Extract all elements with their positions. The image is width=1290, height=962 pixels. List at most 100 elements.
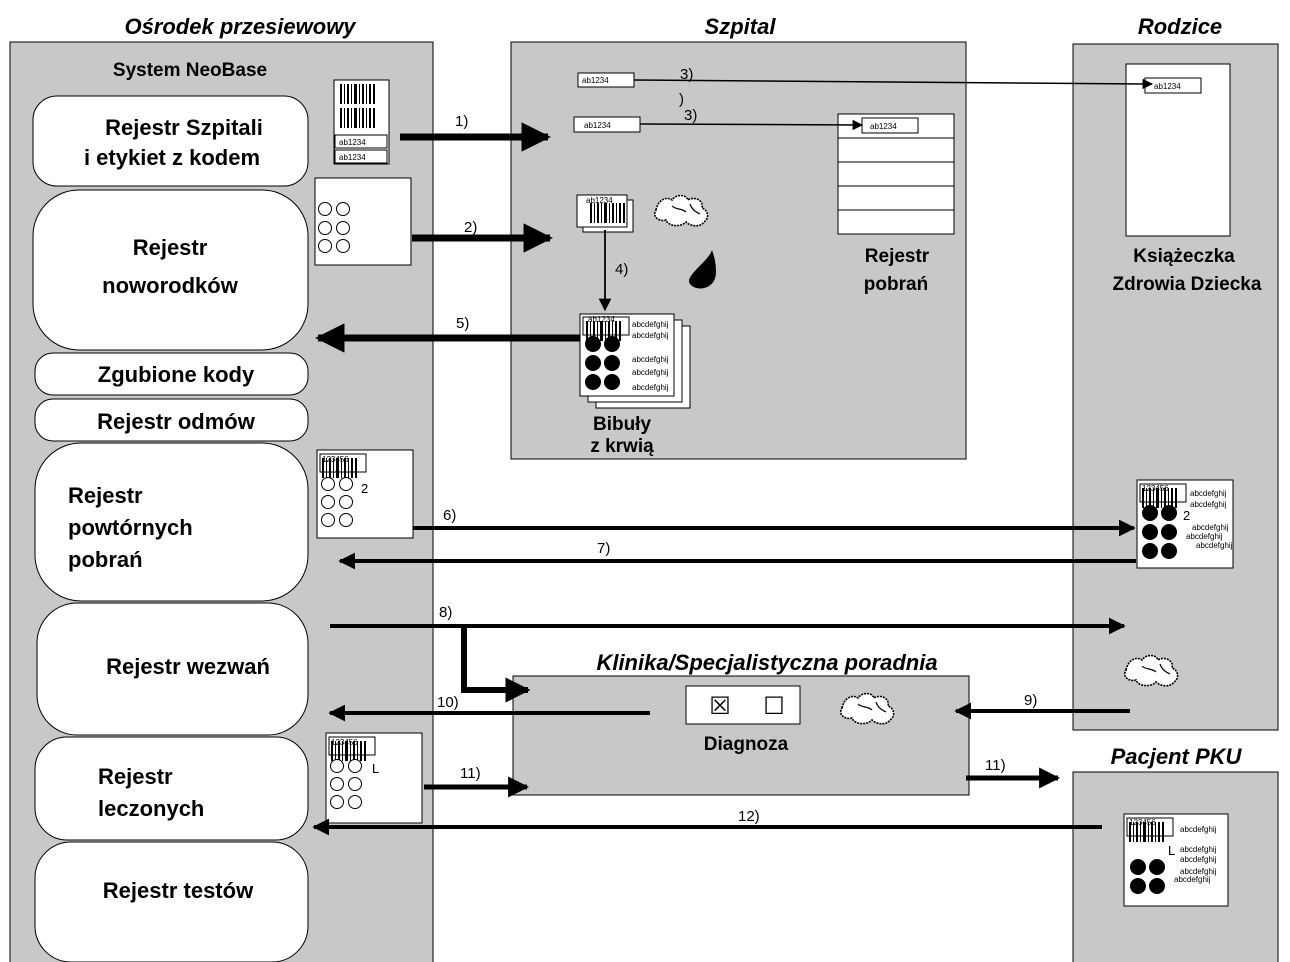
barcode-stickers: ab1234: [576, 194, 634, 233]
blood-paper-filler-1: abcdefghij: [632, 320, 669, 329]
patient-card: 123456 L abcdefghij abcdefghij abcdefghi…: [1123, 813, 1229, 907]
blood-papers-label-2: z krwią: [590, 436, 654, 457]
step-10-label: 10): [437, 694, 459, 711]
patient-card-mark: L: [1168, 843, 1175, 858]
sticker-code: ab1234: [586, 196, 613, 205]
patient-card-code: 123456: [1129, 818, 1156, 827]
blood-paper-stack: ab1234 abcdefghij abcdefghij abcdefghij …: [579, 313, 691, 409]
blood-drop-icon: [689, 250, 716, 289]
hospital-label-2-text: ab1234: [584, 121, 611, 130]
parents-header: Rodzice: [1138, 14, 1222, 39]
patient-header: Pacjent PKU: [1111, 744, 1243, 769]
register-treated-line1: Rejestr: [98, 764, 173, 789]
patient-card-filler-2: abcdefghij: [1180, 845, 1217, 854]
step-3-fragment: ): [679, 91, 684, 108]
blood-paper-filler-3: abcdefghij: [632, 355, 669, 364]
clinic-header: Klinika/Specjalistyczna poradnia: [596, 650, 937, 675]
register-treated[interactable]: Rejestr leczonych: [34, 736, 309, 841]
diagnosis-label: Diagnoza: [704, 734, 789, 755]
register-newborns-line2: noworodków: [102, 273, 239, 298]
register-calls-label: Rejestr wezwań: [106, 654, 270, 679]
step-7-label: 7): [597, 540, 610, 557]
register-treated-line2: leczonych: [98, 796, 204, 821]
child-health-book: ab1234: [1125, 63, 1231, 237]
step-1-label: 1): [455, 113, 468, 130]
label-code-1: ab1234: [339, 138, 366, 147]
parents-card-filler-2: abcdefghij: [1190, 500, 1227, 509]
repeat-card-mark: 2: [361, 481, 368, 496]
register-repeat-collections[interactable]: Rejestr powtórnych pobrań: [34, 442, 309, 602]
health-book-code: ab1234: [1154, 82, 1181, 91]
screening-center-header: Ośrodek przesiewowy: [124, 14, 357, 39]
arrow-step-8-clinic: [461, 626, 531, 703]
register-repeat-line3: pobrań: [68, 547, 143, 572]
register-hospitals[interactable]: Rejestr Szpitali i etykiet z kodem: [32, 95, 309, 187]
health-book-label-1: Książeczka: [1133, 246, 1235, 267]
blood-paper-filler-5: abcdefghij: [632, 383, 669, 392]
treated-card: 123456 L: [325, 732, 423, 824]
register-refusals-label: Rejestr odmów: [97, 409, 256, 434]
patient-card-filler-1: abcdefghij: [1180, 825, 1217, 834]
blood-paper-filler-2: abcdefghij: [632, 331, 669, 340]
parents-card-filler-3: abcdefghij: [1192, 523, 1229, 532]
parents-card-filler-4: abcdefghij: [1186, 532, 1223, 541]
step-3-label-b: 3): [684, 107, 697, 124]
arrow-step-3-register: [639, 119, 864, 131]
health-book-label-2: Zdrowia Dziecka: [1113, 274, 1262, 295]
step-6-label: 6): [443, 507, 456, 524]
treated-card-code: 123456: [331, 738, 358, 747]
collection-register-code: ab1234: [870, 122, 897, 131]
collection-register-label-2: pobrań: [864, 274, 928, 295]
register-newborns[interactable]: Rejestr noworodków: [32, 189, 309, 351]
label-code-2: ab1234: [339, 153, 366, 162]
blood-paper-code: ab1234: [588, 315, 615, 324]
step-4-label: 4): [615, 261, 628, 278]
register-refusals[interactable]: Rejestr odmów: [34, 398, 309, 442]
register-newborns-line1: Rejestr: [133, 235, 208, 260]
patient-card-filler-3: abcdefghij: [1180, 855, 1217, 864]
register-lost-codes[interactable]: Zgubione kody: [34, 352, 309, 396]
collection-register-label-1: Rejestr: [865, 246, 930, 267]
hospital-header: Szpital: [705, 14, 777, 39]
repeat-collection-card: 123456 2: [316, 449, 414, 539]
register-lost-codes-label: Zgubione kody: [98, 362, 255, 387]
arrow-step-3-book: [633, 78, 1154, 90]
newborn-card: [314, 177, 412, 266]
hospital-label-2: ab1234: [573, 116, 641, 133]
step-11-label-a: 11): [460, 765, 481, 782]
parents-card-code: 123456: [1142, 484, 1169, 493]
diagnosis-empty-box: ☐: [763, 693, 785, 720]
parents-card-mark: 2: [1183, 508, 1190, 523]
register-repeat-line2: powtórnych: [68, 515, 193, 540]
step-12-label: 12): [738, 808, 760, 825]
parents-repeat-card: 123456 2 abcdefghij abcdefghij abcdefghi…: [1136, 479, 1234, 569]
step-8-label: 8): [439, 604, 452, 621]
hospital-label-1: ab1234: [577, 72, 635, 88]
parents-card-filler-5: abcdefghij: [1196, 541, 1233, 550]
parents-card-filler-1: abcdefghij: [1190, 489, 1227, 498]
register-repeat-line1: Rejestr: [68, 483, 143, 508]
system-title: System NeoBase: [113, 60, 267, 81]
treated-card-mark: L: [372, 761, 379, 776]
barcode-label-sheet: ab1234 ab1234: [333, 79, 390, 165]
patient-card-filler-5: abcdefghij: [1174, 875, 1211, 884]
blood-paper-filler-4: abcdefghij: [632, 368, 669, 377]
hospital-label-1-text: ab1234: [582, 76, 609, 85]
register-hospitals-line2: i etykiet z kodem: [84, 145, 260, 170]
register-hospitals-line1: Rejestr Szpitali: [105, 115, 263, 140]
blood-papers-label-1: Bibuły: [593, 414, 651, 435]
collection-register-table: ab1234: [837, 113, 955, 235]
register-tests[interactable]: Rejestr testów: [34, 841, 309, 962]
step-2-label: 2): [464, 219, 477, 236]
step-5-label: 5): [456, 315, 469, 332]
step-3-label-a: 3): [680, 66, 693, 83]
diagnosis-box: ☒ ☐: [685, 685, 801, 725]
register-tests-label: Rejestr testów: [103, 878, 254, 903]
step-9-label: 9): [1024, 692, 1037, 709]
register-calls[interactable]: Rejestr wezwań: [36, 602, 309, 736]
repeat-card-code: 123456: [322, 455, 349, 464]
step-11-label-b: 11): [985, 757, 1006, 774]
diagnosis-checked-box: ☒: [709, 693, 731, 720]
patient-card-filler-4: abcdefghij: [1180, 867, 1217, 876]
